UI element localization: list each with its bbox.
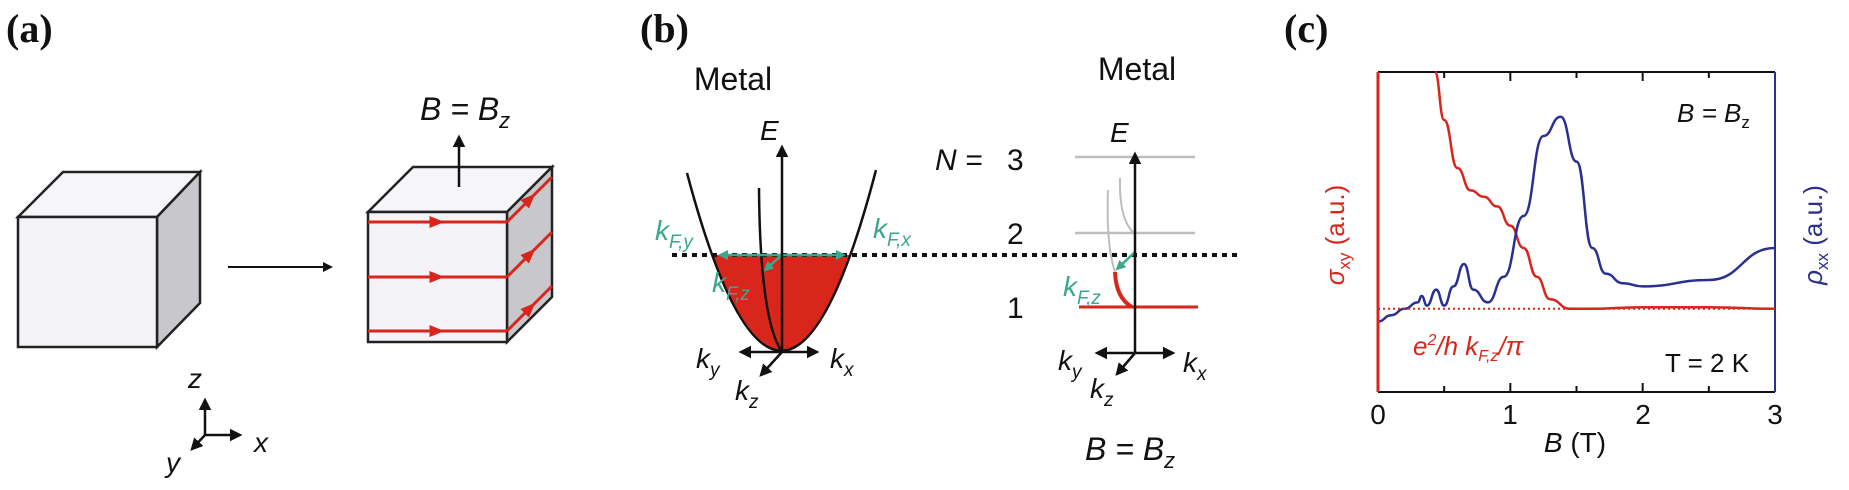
right-y-axis-title: ρxx (a.u.): [1798, 185, 1832, 286]
kz-label-left: kz: [735, 375, 759, 413]
edge-state-lines: [368, 175, 554, 337]
field-label: B = Bz: [420, 91, 510, 133]
kz-axis-right: [1115, 352, 1136, 376]
plateau-annotation: e2/h kF,z/π: [1413, 331, 1524, 365]
metal-title-left: Metal: [694, 61, 772, 97]
axis-x-label: x: [252, 427, 269, 458]
x-tick-label-1: 1: [1502, 399, 1518, 430]
landau-band-curve-3: [1118, 177, 1135, 234]
kfy-label: kF,y: [655, 215, 694, 253]
kf-z-arrow: [763, 254, 783, 272]
landau-level-1: 1: [1007, 292, 1024, 325]
cube-with-edge-states: [364, 163, 556, 346]
landau-level-3: 3: [1007, 144, 1024, 177]
landau-band-curve-1: [1113, 271, 1134, 309]
energy-label-left: E: [760, 115, 779, 146]
field-label-right: B = Bz: [1085, 431, 1175, 473]
kz-label-right: kz: [1090, 373, 1114, 411]
x-axis-title: B (T): [1544, 427, 1606, 458]
kfz-label-left: kF,z: [712, 267, 750, 305]
kf-z-arrow-right: [1115, 251, 1136, 271]
dispersion-kz-curve: [757, 187, 784, 353]
temperature-annotation: T = 2 K: [1665, 348, 1750, 378]
series-rho-xx: [1377, 115, 1776, 323]
coordinate-axes: [190, 397, 243, 451]
kz-axis-left: [759, 351, 783, 377]
kx-label-left: kx: [830, 343, 855, 381]
ky-label-left: ky: [696, 343, 721, 381]
x-tick-label-2: 2: [1635, 399, 1651, 430]
kfx-label: kF,x: [873, 213, 912, 251]
x-ticks: [1443, 72, 1710, 392]
x-tick-label-3: 3: [1767, 399, 1783, 430]
kfz-label-right: kF,z: [1063, 271, 1101, 309]
energy-label-right: E: [1110, 117, 1129, 148]
left-y-axis-title: σxy (a.u.): [1320, 185, 1354, 286]
landau-band-curve-2: [1106, 189, 1116, 273]
panel-a-label: (a): [6, 6, 53, 51]
panel-c: (c) 0 1 2 3 B (T) σxy (a.u.) ρxx (a.u.) …: [1284, 6, 1832, 458]
landau-index-label: N =: [935, 144, 983, 177]
x-tick-label-0: 0: [1370, 399, 1386, 430]
series-sigma-xy: [1433, 70, 1776, 311]
axis-z-label: z: [187, 363, 202, 394]
cube-plain: [14, 168, 203, 351]
axis-y-label: y: [164, 447, 182, 478]
metal-title-right: Metal: [1098, 51, 1176, 87]
chart-series: [1377, 70, 1776, 323]
kx-label-right: kx: [1183, 347, 1208, 385]
panel-a: (a) B = Bz z x: [6, 6, 556, 478]
panel-c-label: (c): [1284, 6, 1328, 51]
field-annotation: B = Bz: [1677, 98, 1750, 132]
panel-b: (b) Metal E kF,y kF,x kF,z ky kx kz N = …: [640, 6, 1240, 473]
landau-level-2: 2: [1007, 218, 1024, 251]
ky-label-right: ky: [1058, 345, 1083, 383]
panel-b-label: (b): [640, 6, 689, 51]
